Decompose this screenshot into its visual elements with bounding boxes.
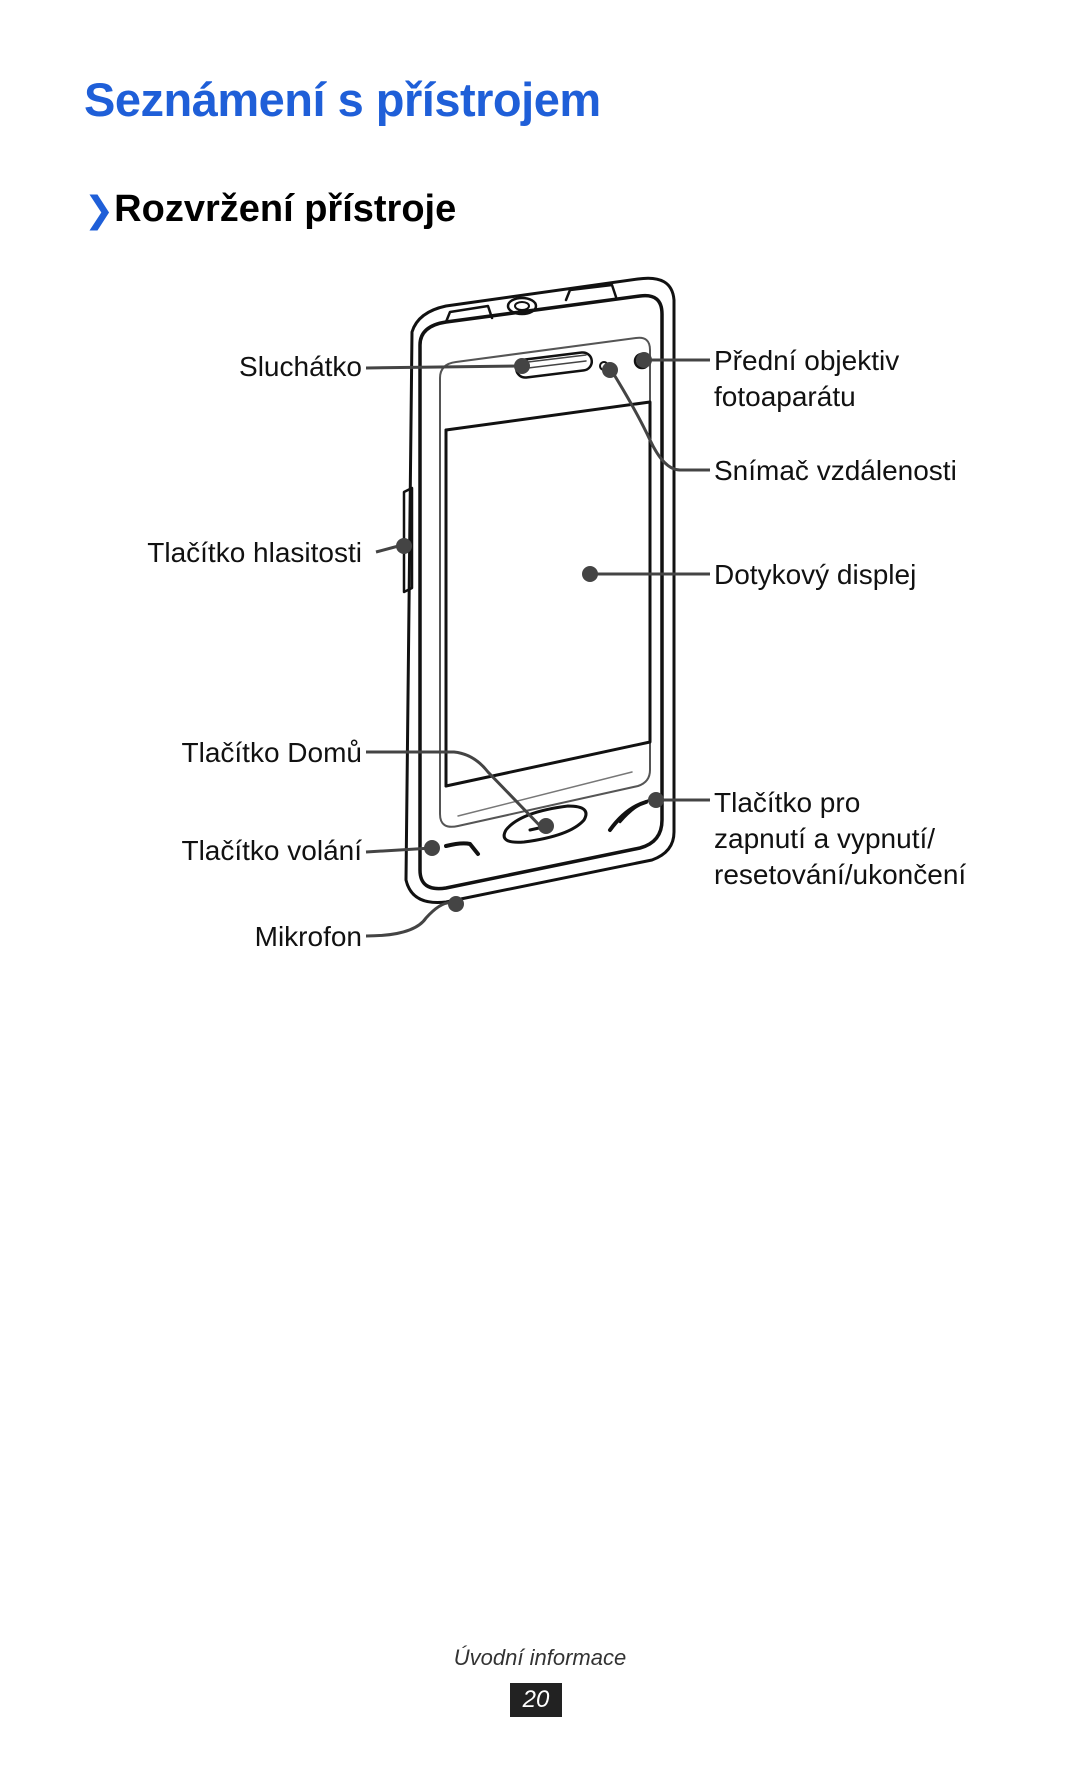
dial-key (444, 841, 480, 856)
label-power-key-2: zapnutí a vypnutí/ (714, 823, 935, 854)
section-heading: ❯ Rozvržení přístroje (84, 188, 456, 231)
label-volume-key: Tlačítko hlasitosti (147, 537, 362, 568)
phone-front-face (418, 293, 664, 891)
label-earpiece: Sluchátko (239, 351, 362, 382)
label-dial-key: Tlačítko volání (181, 835, 362, 866)
label-touch-screen: Dotykový displej (714, 559, 916, 590)
callout-lines (365, 358, 710, 938)
inner-bezel (439, 336, 651, 828)
label-power-key-3: resetování/ukončení (714, 859, 966, 890)
label-home-key: Tlačítko Domů (182, 737, 363, 768)
device-layout-diagram: Sluchátko Tlačítko hlasitosti Tlačítko D… (147, 276, 966, 952)
top-connector (444, 304, 494, 324)
headset-jack (506, 296, 538, 316)
page-title: Seznámení s přístrojem (84, 73, 601, 126)
phone-illustration (402, 276, 676, 905)
home-key (502, 804, 588, 844)
page-number: 20 (510, 1683, 562, 1717)
section-heading-text: Rozvržení přístroje (114, 188, 457, 230)
callout-dots (396, 352, 664, 912)
label-microphone: Mikrofon (255, 921, 362, 952)
top-slot (564, 283, 618, 302)
footer-section-label: Úvodní informace (453, 1645, 627, 1670)
volume-key (402, 486, 414, 594)
callout-labels: Sluchátko Tlačítko hlasitosti Tlačítko D… (147, 345, 966, 952)
label-front-camera-2: fotoaparátu (714, 381, 856, 412)
label-front-camera-1: Přední objektiv (714, 345, 899, 376)
label-power-key-1: Tlačítko pro (714, 787, 860, 818)
label-proximity-sensor: Snímač vzdálenosti (714, 455, 957, 486)
